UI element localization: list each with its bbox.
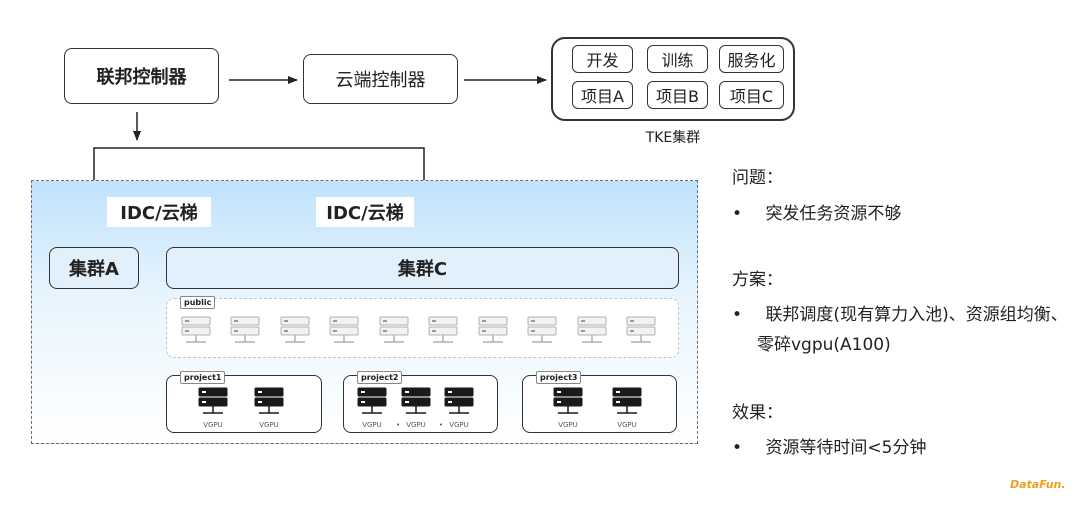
tke-cell-train: 训练	[647, 45, 708, 73]
server-icon	[379, 316, 409, 343]
project1-vgpu-label-2: VGPU	[259, 421, 279, 429]
project2-vgpu-label-1: VGPU	[362, 421, 382, 429]
project3-vgpu-label-1: VGPU	[558, 421, 578, 429]
project2-gpu-1	[357, 387, 387, 421]
idc-label-right: IDC/云梯	[316, 197, 414, 227]
server-icon	[612, 387, 642, 414]
public-pool-tag: public	[180, 296, 216, 309]
project1-pool	[166, 375, 322, 433]
server-icon	[198, 387, 228, 414]
problem-item-text: 突发任务资源不够	[765, 204, 902, 224]
effect-title: 效果：	[732, 403, 783, 423]
public-server-icon	[329, 316, 359, 350]
effect-item-text: 资源等待时间<5分钟	[765, 438, 927, 458]
server-icon	[577, 316, 607, 343]
project1-tag: project1	[180, 371, 226, 384]
public-server-icon	[577, 316, 607, 350]
cloud-controller: 云端控制器	[303, 54, 458, 104]
server-icon	[553, 387, 583, 414]
server-icon	[401, 387, 431, 414]
solution-item-1: • 联邦调度(现有算力入池)、资源组均衡、	[732, 300, 1068, 325]
cluster-c: 集群C	[166, 247, 679, 289]
tke-cell-dev: 开发	[572, 45, 633, 73]
idc-label-left: IDC/云梯	[107, 197, 211, 227]
project2-vgpu-dot-1: •	[396, 421, 401, 429]
server-icon	[478, 316, 508, 343]
project1-gpu-1	[198, 387, 228, 421]
datafun-logo: DataFun.	[1010, 478, 1066, 491]
federation-controller: 联邦控制器	[64, 48, 219, 104]
tke-cell-project-c: 项目C	[719, 81, 784, 109]
effect-item-1: • 资源等待时间<5分钟	[732, 433, 927, 458]
public-server-icon	[181, 316, 211, 350]
cluster-a: 集群A	[49, 247, 139, 289]
public-server-icon	[478, 316, 508, 350]
project2-vgpu-label-3: VGPU	[449, 421, 469, 429]
bullet-dot: •	[732, 204, 743, 224]
problem-title: 问题：	[732, 168, 783, 188]
public-server-icon	[527, 316, 557, 350]
server-icon	[280, 316, 310, 343]
server-icon	[626, 316, 656, 343]
server-icon	[527, 316, 557, 343]
server-icon	[357, 387, 387, 414]
tke-caption: TKE集群	[645, 130, 701, 146]
project2-gpu-2	[401, 387, 431, 421]
solution-line-2: 零碎vgpu(A100)	[757, 335, 891, 355]
server-icon	[329, 316, 359, 343]
server-icon	[181, 316, 211, 343]
tke-cell-serving: 服务化	[719, 45, 784, 73]
tke-cell-project-a: 项目A	[572, 81, 633, 109]
problem-item-1: • 突发任务资源不够	[732, 199, 901, 224]
project3-vgpu-label-2: VGPU	[617, 421, 637, 429]
public-server-icon	[280, 316, 310, 350]
project3-gpu-2	[612, 387, 642, 421]
project2-vgpu-dot-2: •	[439, 421, 444, 429]
bullet-dot: •	[732, 438, 743, 458]
project2-gpu-3	[444, 387, 474, 421]
project2-tag: project2	[357, 371, 403, 384]
project3-pool	[522, 375, 677, 433]
public-server-icon	[230, 316, 260, 350]
bullet-dot: •	[732, 305, 743, 325]
project2-vgpu-label-2: VGPU	[406, 421, 426, 429]
tke-cell-project-b: 项目B	[647, 81, 708, 109]
server-icon	[254, 387, 284, 414]
server-icon	[444, 387, 474, 414]
server-icon	[428, 316, 458, 343]
project3-gpu-1	[553, 387, 583, 421]
project1-gpu-2	[254, 387, 284, 421]
solution-title: 方案：	[732, 270, 783, 290]
server-icon	[230, 316, 260, 343]
project3-tag: project3	[536, 371, 582, 384]
solution-line-1: 联邦调度(现有算力入池)、资源组均衡、	[765, 305, 1068, 325]
public-server-icon	[626, 316, 656, 350]
project1-vgpu-label-1: VGPU	[203, 421, 223, 429]
public-server-icon	[379, 316, 409, 350]
public-server-icon	[428, 316, 458, 350]
